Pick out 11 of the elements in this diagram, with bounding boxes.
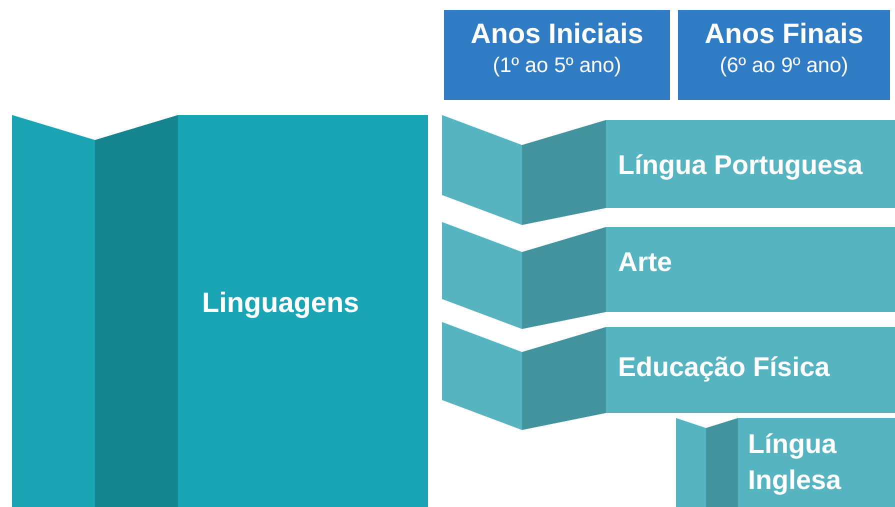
column-header bbox=[444, 10, 670, 100]
grade-range: (1º ao 5º ano) bbox=[492, 53, 622, 79]
subject-label: Língua Portuguesa bbox=[618, 149, 863, 182]
subject-label: Língua Inglesa bbox=[748, 428, 842, 497]
column-header bbox=[678, 10, 890, 100]
subject-label: Educação Física bbox=[618, 351, 830, 384]
subject-label: Linguagens bbox=[202, 286, 360, 320]
header-title: Anos Finais bbox=[704, 17, 864, 51]
subject-label: Arte bbox=[618, 246, 672, 279]
header-title: Anos Iniciais bbox=[470, 17, 644, 51]
grade-range: (6º ao 9º ano) bbox=[718, 53, 850, 79]
